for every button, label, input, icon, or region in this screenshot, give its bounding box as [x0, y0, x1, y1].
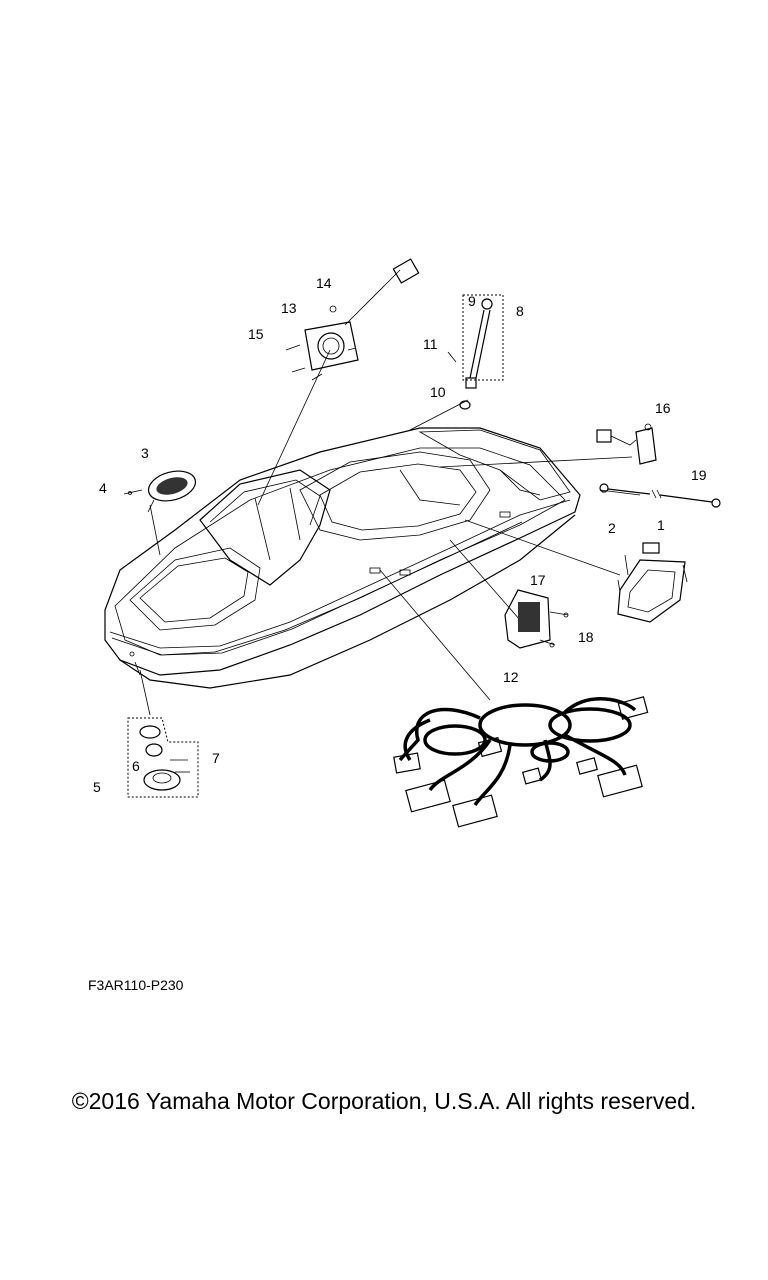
gauge-plate-part	[285, 258, 420, 381]
callout-10: 10	[430, 384, 446, 400]
callout-9: 9	[468, 293, 476, 309]
callout-8: 8	[516, 303, 524, 319]
control-unit-part	[504, 589, 569, 649]
wire-harness-part	[393, 696, 649, 828]
diagram-part-code: F3AR110-P230	[88, 977, 184, 993]
leader-lines	[139, 349, 641, 716]
callout-15: 15	[248, 326, 264, 342]
copyright-notice: ©2016 Yamaha Motor Corporation, U.S.A. A…	[71, 1088, 697, 1114]
callout-3: 3	[141, 445, 149, 461]
callout-6: 6	[132, 758, 140, 774]
callout-5: 5	[93, 779, 101, 795]
hose-fitting-part	[447, 294, 504, 410]
sensor-part	[596, 423, 657, 465]
callout-14: 14	[316, 275, 332, 291]
callout-19: 19	[691, 467, 707, 483]
callout-18: 18	[578, 629, 594, 645]
callout-17: 17	[530, 572, 546, 588]
callout-16: 16	[655, 400, 671, 416]
callout-1: 1	[657, 517, 665, 533]
callout-4: 4	[99, 480, 107, 496]
boat-hull	[104, 427, 581, 689]
callout-13: 13	[281, 300, 297, 316]
callout-12: 12	[503, 669, 519, 685]
drain-plug-part	[127, 717, 199, 798]
callout-11: 11	[423, 336, 438, 352]
callout-7: 7	[212, 750, 220, 766]
callout-2: 2	[608, 520, 616, 536]
callout-labels: 1 2 3 4 5 6 7 8 9 10 11 12 13 14 15 16 1…	[93, 275, 707, 795]
cable-rod-part	[599, 483, 721, 508]
speaker-part	[123, 470, 197, 513]
bracket-box-part	[617, 542, 688, 623]
